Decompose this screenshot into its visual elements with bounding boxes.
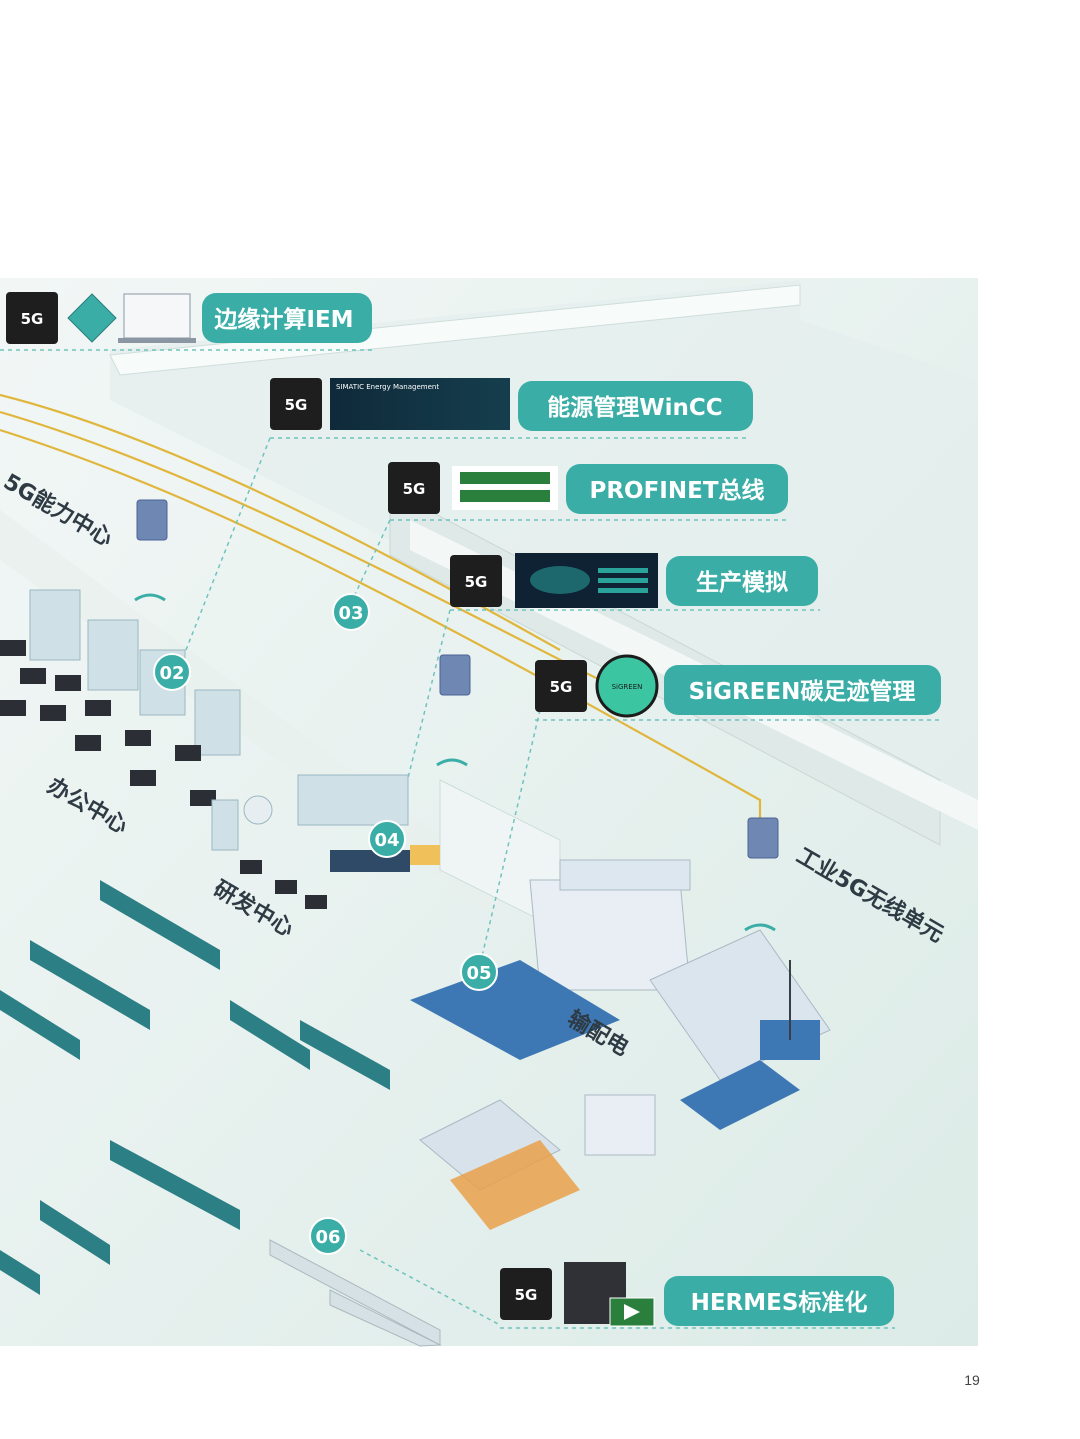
profinet-label-pill: [566, 464, 788, 514]
svg-text:02: 02: [159, 663, 184, 684]
feature-energy: 5G SIMATIC Energy Management 能源管理WinCC: [270, 378, 753, 431]
feature-profinet: 5G PROFINET总线: [388, 462, 788, 514]
marker-05: 05: [460, 953, 498, 991]
sigreen-logo-text: SiGREEN: [612, 683, 643, 691]
energy-image-caption: SIMATIC Energy Management: [336, 383, 439, 391]
connector-lines: [0, 349, 940, 1329]
access-point-3: [744, 817, 779, 932]
svg-text:05: 05: [466, 963, 491, 984]
sigreen-label-pill: [664, 665, 941, 715]
marker-06: 06: [309, 1217, 347, 1255]
five-g-icon: [535, 660, 587, 712]
five-g-icon: [450, 555, 502, 607]
office-workstations: [0, 589, 241, 806]
hermes-label-pill: [664, 1276, 894, 1326]
five-g-icon: [500, 1268, 552, 1320]
feature-simulation: 5G 生产模拟: [450, 553, 818, 608]
hermes-label: HERMES标准化: [691, 1289, 868, 1316]
sigreen-label: SiGREEN碳足迹管理: [689, 678, 916, 705]
five-g-icon: [6, 292, 58, 344]
feature-hermes: 5G HERMES标准化: [500, 1262, 894, 1327]
simulation-label: 生产模拟: [696, 569, 788, 596]
sigreen-logo: [595, 654, 659, 718]
svg-text:06: 06: [315, 1227, 340, 1248]
feature-sigreen: 5G SiGREEN SiGREEN碳足迹管理: [535, 654, 941, 718]
svg-text:03: 03: [338, 603, 363, 624]
marker-02: 02: [153, 653, 191, 691]
five-g-icon-text: 5G: [403, 480, 426, 498]
marker-04: 04: [368, 820, 406, 858]
access-point-1: [134, 499, 168, 602]
iem-label-pill: [202, 293, 372, 343]
feature-iem: 5G 边缘计算IEM: [6, 292, 372, 344]
five-g-icon-text: 5G: [515, 1286, 538, 1304]
energy-label-pill: [518, 381, 753, 431]
five-g-icon-text: 5G: [465, 573, 488, 591]
simulation-label-pill: [666, 556, 818, 606]
power-distribution-area: [410, 859, 831, 1230]
marker-03: 03: [332, 593, 370, 631]
profinet-label: PROFINET总线: [589, 477, 764, 504]
access-point-2: [436, 654, 471, 767]
five-g-icon-text: 5G: [550, 678, 573, 696]
cables: [0, 393, 762, 820]
page-number: 19: [964, 1372, 980, 1388]
energy-label: 能源管理WinCC: [547, 394, 722, 421]
svg-text:04: 04: [374, 830, 399, 851]
laptop-icon: [123, 293, 191, 339]
energy-management-image: [330, 378, 510, 430]
five-g-icon: [388, 462, 440, 514]
five-g-icon: [270, 378, 322, 430]
five-g-icon-text: 5G: [21, 310, 44, 328]
five-g-icon-text: 5G: [285, 396, 308, 414]
industrial-edge-icon: [67, 293, 117, 343]
production-lines: [0, 880, 442, 1347]
iem-label: 边缘计算IEM: [214, 306, 353, 333]
